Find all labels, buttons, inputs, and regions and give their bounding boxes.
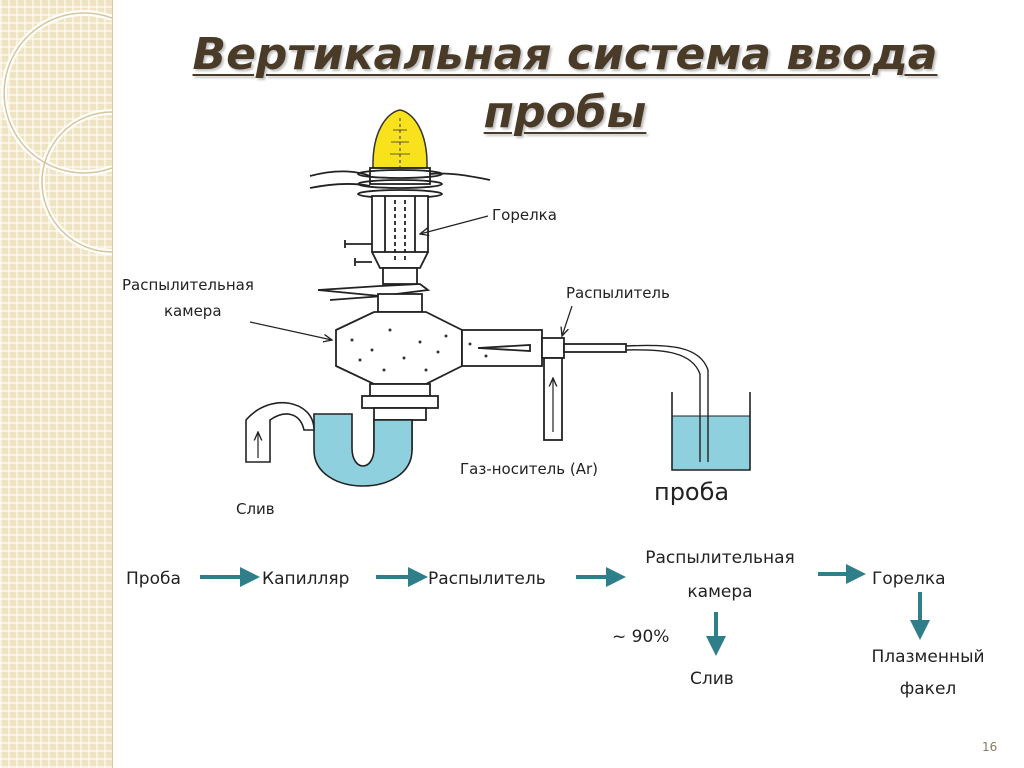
drain-tube-icon — [245, 402, 413, 487]
slide-title-line2: пробы — [483, 87, 647, 138]
label-spray-chamber-line1: Распылительная — [122, 276, 254, 294]
spray-chamber-icon — [335, 311, 543, 421]
label-sample: проба — [654, 478, 729, 506]
sample-beaker-icon — [671, 392, 751, 471]
flow-step-chamber-line1: Распылительная — [645, 548, 794, 568]
label-nebulizer: Распылитель — [566, 284, 670, 302]
label-spray-chamber-line2: камера — [164, 302, 222, 320]
flow-step-chamber-line2: камера — [687, 582, 752, 602]
flow-plasma-line2: факел — [900, 679, 957, 699]
slide-title: Вертикальная система ввода пробы — [150, 26, 980, 142]
plasma-flame-icon — [372, 109, 428, 169]
page-number: 16 — [982, 740, 998, 754]
nebulizer-pointer — [562, 305, 573, 336]
flow-step-torch: Горелка — [872, 569, 946, 589]
torch-pointer — [420, 215, 489, 234]
torch-icon — [309, 167, 491, 313]
label-drain: Слив — [236, 500, 275, 518]
flow-step-capillary: Капилляр — [262, 569, 349, 589]
flow-percent: ~ 90% — [612, 627, 669, 647]
flow-plasma-line1: Плазменный — [871, 647, 984, 667]
label-torch: Горелка — [492, 206, 557, 224]
slide-title-line1: Вертикальная система ввода — [192, 29, 938, 80]
decorative-rings — [1, 10, 112, 255]
flow-step-nebulizer: Распылитель — [428, 569, 546, 589]
label-carrier-gas: Газ-носитель (Ar) — [460, 460, 598, 478]
decorative-left-strip — [0, 0, 113, 768]
nebulizer-icon — [541, 337, 709, 462]
flow-step-sample: Проба — [126, 569, 181, 589]
flow-drain: Слив — [690, 669, 734, 689]
chamber-pointer — [249, 321, 332, 340]
